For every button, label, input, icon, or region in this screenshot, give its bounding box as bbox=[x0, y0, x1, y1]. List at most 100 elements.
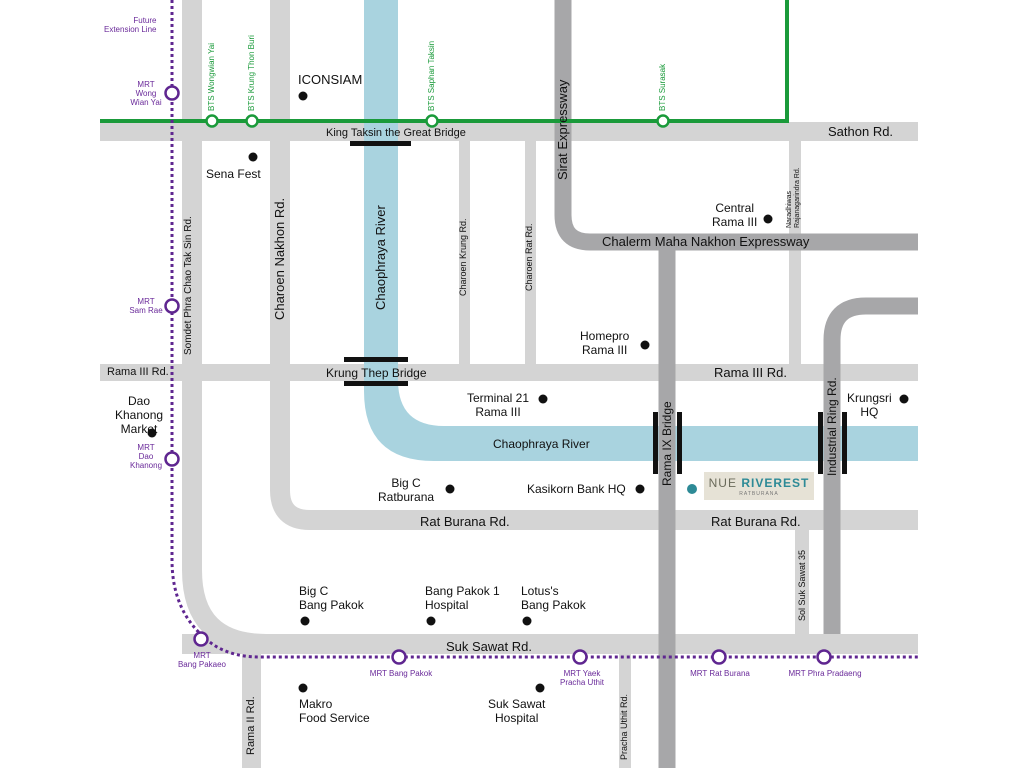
rama9-bridge-left bbox=[653, 412, 658, 474]
iconsiam-dot bbox=[298, 91, 308, 101]
rama3-road bbox=[100, 364, 918, 381]
bang-pakok-hospital-label: Bang Pakok 1 Hospital bbox=[425, 584, 500, 612]
naradhiwas-road-label: Naradhiwas Rajanagarindra Rd. bbox=[786, 167, 801, 228]
king-taksin-bridge-bar bbox=[350, 141, 411, 146]
chalerm-expressway-label: Chalerm Maha Nakhon Expressway bbox=[602, 234, 810, 249]
poi-dots bbox=[147, 91, 909, 693]
suk-sawat-hospital-dot bbox=[535, 683, 545, 693]
expressways bbox=[554, 0, 918, 768]
bts-krung-thon-buri-label: BTS Krung Thon Buri bbox=[247, 35, 256, 111]
mrt-rat-burana-marker bbox=[711, 649, 727, 665]
big-c-ratburana-label: Big C Ratburana bbox=[378, 476, 435, 504]
charoen-nakhon-road-label: Charoen Nakhon Rd. bbox=[272, 197, 287, 320]
mrt-yaek-label: MRT Yaek Pracha Uthit bbox=[559, 669, 605, 687]
industrial-bridge-right bbox=[842, 412, 847, 474]
river-vertical bbox=[364, 0, 398, 380]
homepro-dot bbox=[640, 340, 650, 350]
central-rama3-dot bbox=[763, 214, 773, 224]
somdet-road bbox=[182, 0, 300, 654]
industrial-ring-road bbox=[823, 297, 918, 634]
kasikorn-label: Kasikorn Bank HQ bbox=[527, 482, 626, 496]
suk-sawat-road bbox=[182, 634, 918, 654]
dao-khanong-market-label: Dao Khanong Market bbox=[115, 394, 164, 436]
suk-sawat-hospital-label: Suk Sawat Hospital bbox=[488, 697, 546, 725]
bts-wongwian-yai-label: BTS Wongwian Yai bbox=[207, 42, 216, 111]
river bbox=[364, 0, 918, 461]
somdet-road-label: Somdet Phra Chao Tak Sin Rd. bbox=[183, 216, 194, 355]
bts-surasak-label: BTS Surasak bbox=[658, 63, 667, 111]
industrial-ring-road-label: Industrial Ring Rd. bbox=[825, 377, 839, 476]
krung-thep-bridge-bottom bbox=[344, 381, 408, 386]
river-bend bbox=[364, 380, 918, 461]
charoen-rat-road-label: Charoen Rat Rd. bbox=[524, 223, 534, 291]
mrt-sam-rae-marker bbox=[164, 298, 180, 314]
sathon-road-label: Sathon Rd. bbox=[828, 124, 894, 139]
big-c-bang-pakok-label: Big C Bang Pakok bbox=[299, 584, 364, 612]
sol-suk-sawat-label: Sol Suk Sawat 35 bbox=[797, 549, 807, 621]
chaophraya-river-label-horizontal: Chaophraya River bbox=[493, 437, 590, 451]
mrt-bang-pakok-label: MRT Bang Pakok bbox=[369, 669, 433, 678]
sirat-expressway-label: Sirat Expressway bbox=[555, 79, 570, 180]
bts-wongwian-yai-marker bbox=[205, 114, 219, 128]
central-rama3-label: Central Rama III bbox=[712, 201, 758, 229]
pracha-uthit-road-label: Pracha Uthit Rd. bbox=[619, 693, 629, 760]
bang-pakok-hospital-dot bbox=[426, 616, 436, 626]
suk-sawat-road-label: Suk Sawat Rd. bbox=[446, 639, 532, 654]
mrt-wong-wian-yai-marker bbox=[164, 85, 180, 101]
rama3-right-label: Rama III Rd. bbox=[714, 365, 787, 380]
terminal21-label: Terminal 21 Rama III bbox=[467, 391, 530, 419]
rat-burana-road-label-2: Rat Burana Rd. bbox=[711, 514, 801, 529]
mrt-bang-pakaeo-marker bbox=[193, 631, 209, 647]
rama2-road bbox=[242, 654, 261, 768]
mrt-future-extension-label: Future Extension Line bbox=[104, 16, 157, 34]
big-c-bang-pakok-dot bbox=[300, 616, 310, 626]
sol-suk-sawat-road bbox=[795, 530, 809, 634]
krungsri-label: Krungsri HQ bbox=[847, 391, 892, 419]
rama9-bridge-label: Rama IX Bridge bbox=[660, 401, 674, 486]
project-name-b: RIVEREST bbox=[741, 476, 810, 490]
sena-fest-dot bbox=[248, 152, 258, 162]
krungsri-dot bbox=[899, 394, 909, 404]
roads bbox=[100, 122, 918, 768]
krung-thep-bridge-top bbox=[344, 357, 408, 362]
lotus-label: Lotus's Bang Pakok bbox=[521, 584, 586, 612]
iconsiam-label: ICONSIAM bbox=[298, 72, 363, 87]
bts-surasak-marker bbox=[656, 114, 670, 128]
project-logo: NUE RIVEREST RATBURANA bbox=[704, 472, 814, 500]
makro-dot bbox=[298, 683, 308, 693]
pracha-uthit-road bbox=[619, 654, 631, 768]
mrt-line bbox=[170, 0, 918, 659]
mrt-dao-khanong-marker bbox=[164, 451, 180, 467]
rat-burana-road-label: Rat Burana Rd. bbox=[420, 514, 510, 529]
industrial-bridge-left bbox=[818, 412, 823, 474]
dao-khanong-market-dot bbox=[147, 428, 157, 438]
mrt-yaek-marker bbox=[572, 649, 588, 665]
charoen-rat-road bbox=[525, 141, 536, 364]
homepro-label: Homepro Rama III bbox=[580, 329, 630, 357]
naradhiwas-road bbox=[789, 141, 801, 364]
rama9-bridge-right bbox=[677, 412, 682, 474]
sena-fest-label: Sena Fest bbox=[206, 167, 261, 181]
mrt-phra-pradaeng-label: MRT Phra Pradaeng bbox=[788, 669, 862, 678]
mrt-bang-pakaeo-label: MRT Bang Pakaeo bbox=[177, 651, 227, 669]
mrt-station-markers bbox=[164, 85, 832, 665]
road-curves bbox=[182, 0, 918, 654]
lotus-dot bbox=[522, 616, 532, 626]
mrt-wong-wian-yai-label: MRT Wong Wian Yai bbox=[130, 80, 162, 107]
bts-station-markers bbox=[205, 114, 670, 128]
mrt-dao-khanong-label: MRT Dao Khanong bbox=[129, 443, 163, 470]
project-location-dot bbox=[687, 484, 697, 494]
charoen-krung-road bbox=[459, 141, 470, 364]
king-taksin-bridge-label: King Taksin the Great Bridge bbox=[326, 127, 466, 139]
bts-krung-thon-buri-marker bbox=[245, 114, 259, 128]
mrt-bang-pakok-marker bbox=[391, 649, 407, 665]
mrt-sam-rae-label: MRT Sam Rae bbox=[129, 297, 163, 315]
charoen-nakhon-road bbox=[270, 0, 918, 530]
bts-saphan-taksin-label: BTS Saphan Taksin bbox=[427, 40, 436, 111]
charoen-krung-road-label: Charoen Krung Rd. bbox=[458, 218, 468, 296]
project-subtitle: RATBURANA bbox=[739, 491, 779, 497]
terminal21-dot bbox=[538, 394, 548, 404]
bts-saphan-taksin-marker bbox=[425, 114, 439, 128]
krung-thep-bridge-label: Krung Thep Bridge bbox=[326, 366, 427, 380]
sirat-expressway bbox=[554, 0, 918, 251]
